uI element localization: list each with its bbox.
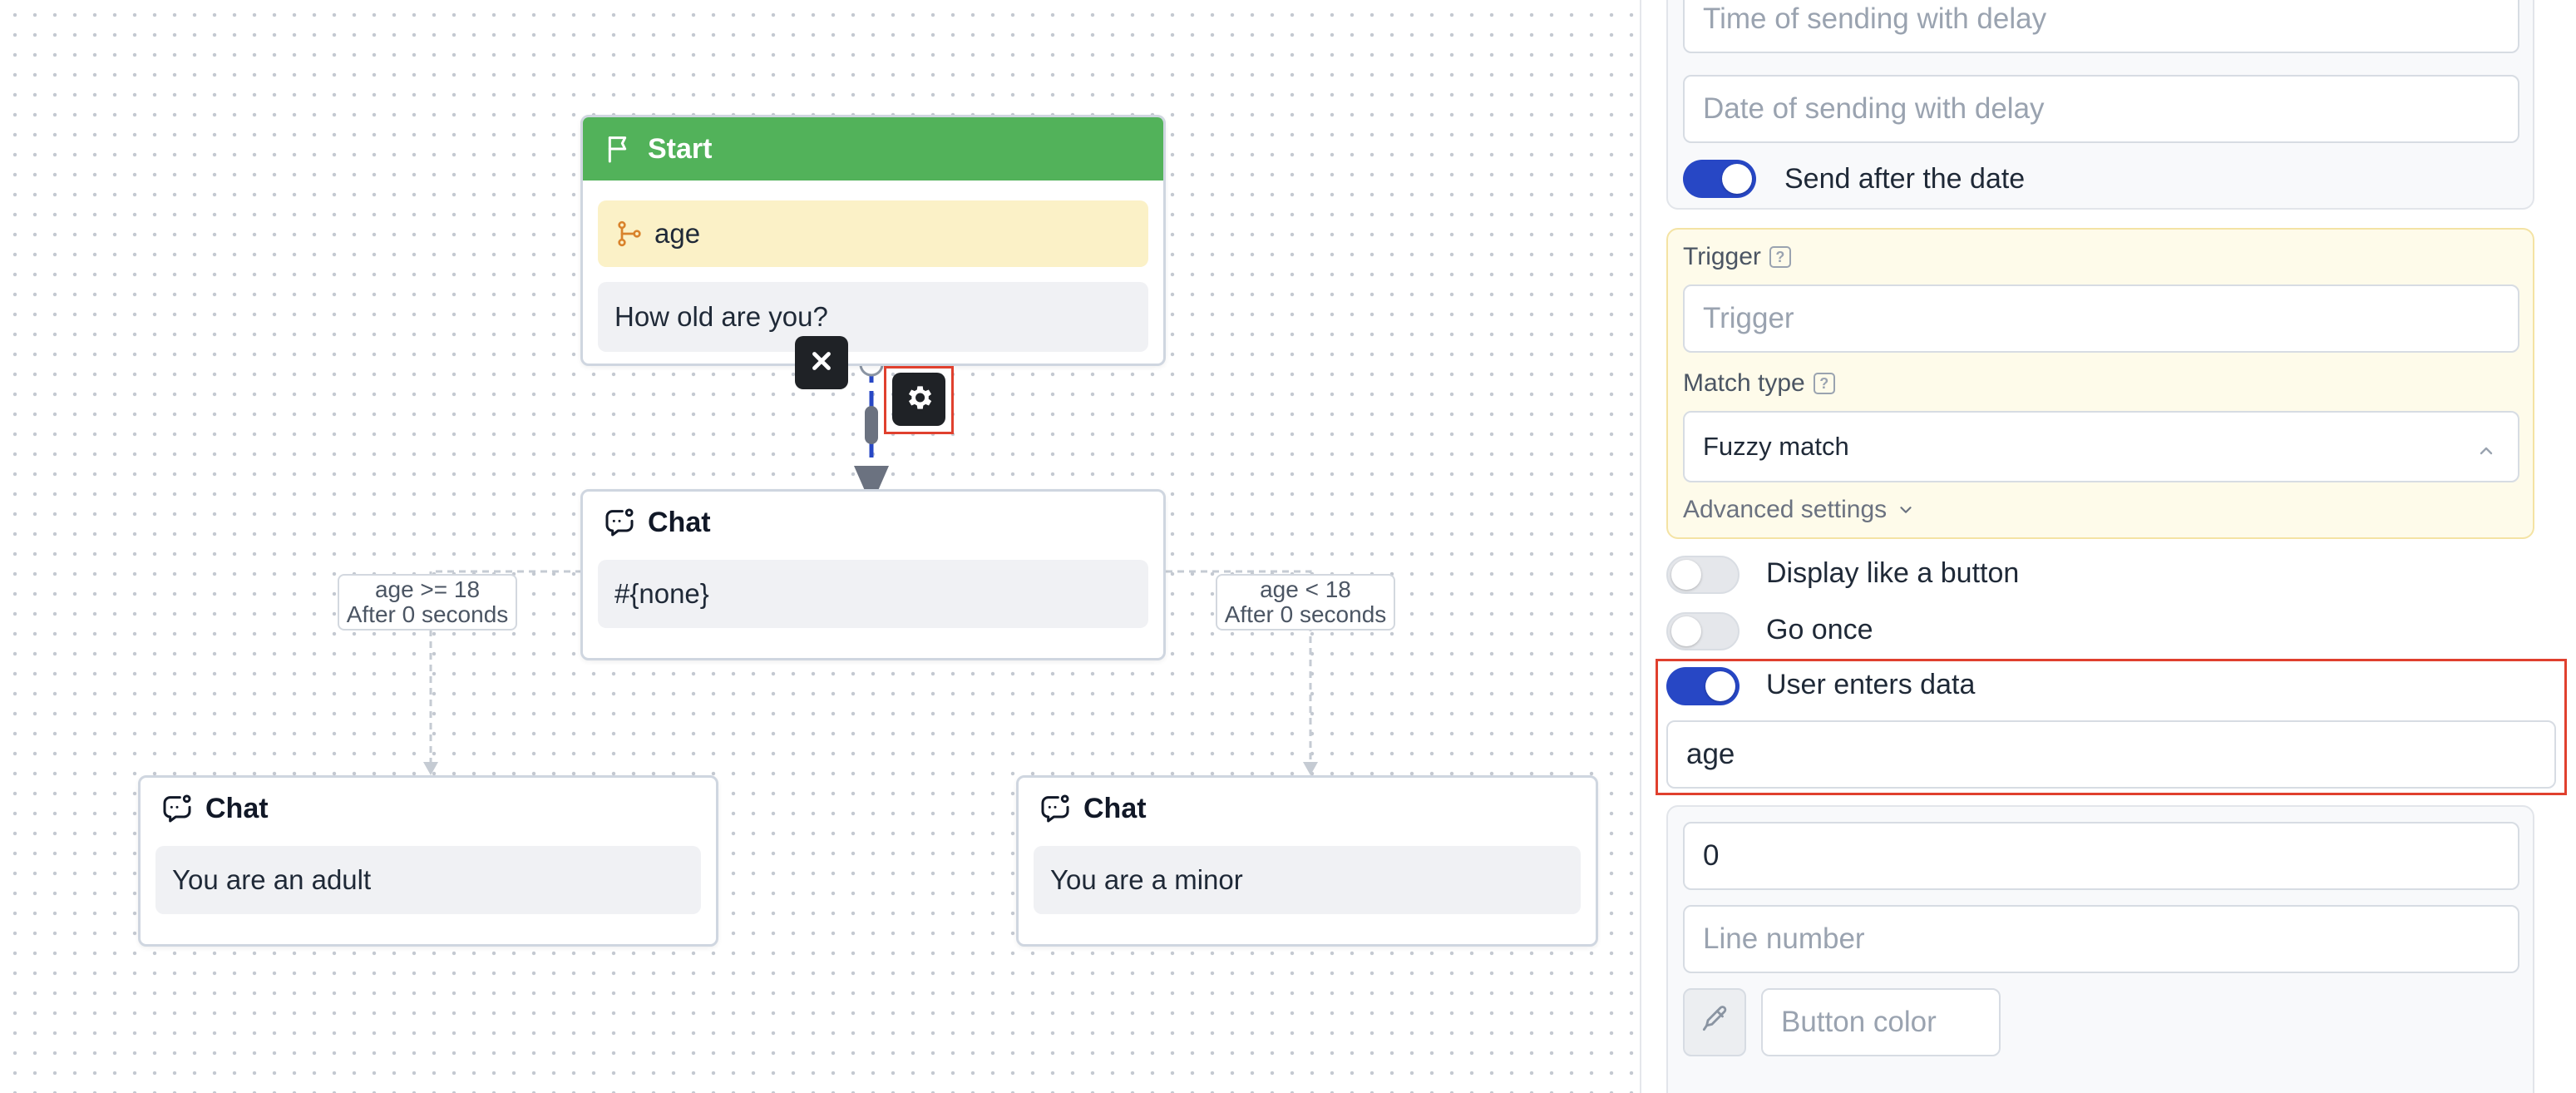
start-node-title: Start <box>648 132 713 165</box>
chat-node-middle-message-text: #{none} <box>614 578 709 609</box>
advanced-settings-link[interactable]: Advanced settings <box>1683 496 1915 524</box>
chat-icon <box>1039 792 1072 825</box>
user-enters-data-label: User enters data <box>1766 669 1976 700</box>
help-icon[interactable]: ? <box>1769 246 1791 268</box>
user-enters-data-toggle[interactable] <box>1666 667 1740 705</box>
toggle-knob <box>1705 671 1735 701</box>
line-number-placeholder: Line number <box>1703 922 1865 955</box>
chat-node-minor-message-text: You are a minor <box>1050 864 1243 895</box>
edge-right-delay: After 0 seconds <box>1224 601 1387 627</box>
chat-node-adult[interactable]: Chat You are an adult <box>138 775 718 947</box>
gear-icon <box>903 382 935 418</box>
edge-handle[interactable] <box>865 406 878 444</box>
date-delay-placeholder: Date of sending with delay <box>1703 92 2045 125</box>
chat-node-adult-message[interactable]: You are an adult <box>155 846 701 914</box>
close-icon <box>807 347 836 379</box>
chat-node-minor[interactable]: Chat You are a minor <box>1016 775 1598 947</box>
start-node-variable-label: age <box>654 218 701 249</box>
match-type-value: Fuzzy match <box>1703 432 1849 461</box>
chat-node-middle-message[interactable]: #{none} <box>598 560 1148 628</box>
help-icon[interactable]: ? <box>1813 373 1835 394</box>
chevron-down-icon <box>1897 501 1915 519</box>
edges-layer <box>423 352 1318 775</box>
trigger-input[interactable]: Trigger <box>1683 284 2519 353</box>
edge-left-arrow <box>423 762 438 775</box>
branch-icon <box>614 219 644 249</box>
chat-node-middle-title: Chat <box>648 506 711 538</box>
edge-settings-highlight <box>884 366 954 434</box>
match-type-label: Match type ? <box>1683 369 1835 398</box>
match-type-select[interactable]: Fuzzy match <box>1683 411 2519 482</box>
match-type-label-text: Match type <box>1683 369 1805 397</box>
toggle-knob <box>1671 560 1701 590</box>
chat-node-minor-message[interactable]: You are a minor <box>1034 846 1581 914</box>
toggle-knob <box>1671 616 1701 646</box>
chevron-up-icon <box>2476 438 2496 467</box>
edge-left-condition: age >= 18 <box>374 576 481 602</box>
display-button-toggle[interactable] <box>1666 556 1740 594</box>
send-after-date-toggle[interactable] <box>1683 160 1756 198</box>
trigger-card: Trigger ? Trigger Match type ? Fuzzy mat… <box>1666 228 2534 539</box>
order-input[interactable]: 0 <box>1683 822 2519 890</box>
user-data-variable-value: age <box>1686 738 1735 770</box>
button-color-input[interactable]: Button color <box>1761 988 2001 1056</box>
button-color-placeholder: Button color <box>1781 1006 1937 1038</box>
edge-settings-panel: Time of sending with delay Date of sendi… <box>1640 0 2576 1093</box>
start-node-message[interactable]: How old are you? <box>598 282 1148 352</box>
order-value: 0 <box>1703 839 1720 872</box>
flow-canvas[interactable]: Start age How old are you? Chat <box>0 0 1640 1093</box>
user-enters-data-highlight <box>1656 659 2567 795</box>
start-node-header[interactable]: Start <box>583 117 1163 181</box>
line-number-input[interactable]: Line number <box>1683 905 2519 973</box>
edge-left-delay: After 0 seconds <box>346 601 509 627</box>
flag-icon <box>603 132 636 166</box>
start-node-variable[interactable]: age <box>598 200 1148 267</box>
user-data-variable-input[interactable]: age <box>1666 720 2556 789</box>
send-after-date-label: Send after the date <box>1784 163 2026 195</box>
edge-right-label[interactable]: age < 18 After 0 seconds <box>1216 574 1395 631</box>
chat-icon <box>160 792 194 825</box>
chat-node-adult-header[interactable]: Chat <box>141 778 716 839</box>
chat-node-minor-header[interactable]: Chat <box>1019 778 1596 839</box>
go-once-toggle[interactable] <box>1666 612 1740 650</box>
delete-edge-button[interactable] <box>795 336 848 389</box>
display-button-label: Display like a button <box>1766 557 2020 589</box>
edge-left-path[interactable] <box>429 570 582 765</box>
time-delay-placeholder: Time of sending with delay <box>1703 2 2047 35</box>
edge-right-path[interactable] <box>1166 570 1312 765</box>
chat-node-adult-title: Chat <box>205 792 269 824</box>
edge-right-arrow <box>1303 762 1318 775</box>
time-delay-input[interactable]: Time of sending with delay <box>1683 0 2519 53</box>
edge-selected-arrow <box>854 466 889 506</box>
go-once-label: Go once <box>1766 614 1873 645</box>
edge-left-label[interactable]: age >= 18 After 0 seconds <box>338 574 517 631</box>
trigger-label-text: Trigger <box>1683 243 1761 270</box>
toggle-knob <box>1722 164 1752 194</box>
eyedropper-icon <box>1699 1003 1730 1042</box>
chat-node-adult-message-text: You are an adult <box>172 864 372 895</box>
chat-node-minor-title: Chat <box>1083 792 1147 824</box>
start-node-message-text: How old are you? <box>614 301 828 332</box>
color-picker-button[interactable] <box>1683 988 1746 1056</box>
order-card: 0 Line number Button color <box>1666 805 2534 1093</box>
start-node[interactable]: Start age How old are you? <box>580 115 1166 366</box>
trigger-label: Trigger ? <box>1683 243 1791 271</box>
trigger-placeholder: Trigger <box>1703 302 1794 334</box>
chat-node-middle-header[interactable]: Chat <box>583 492 1163 553</box>
advanced-settings-text: Advanced settings <box>1683 496 1888 523</box>
delay-card: Time of sending with delay Date of sendi… <box>1666 0 2534 210</box>
edge-settings-button[interactable] <box>892 373 945 426</box>
chat-icon <box>603 506 636 539</box>
edge-right-condition: age < 18 <box>1260 576 1351 602</box>
chat-node-middle[interactable]: Chat #{none} <box>580 489 1166 660</box>
date-delay-input[interactable]: Date of sending with delay <box>1683 75 2519 143</box>
